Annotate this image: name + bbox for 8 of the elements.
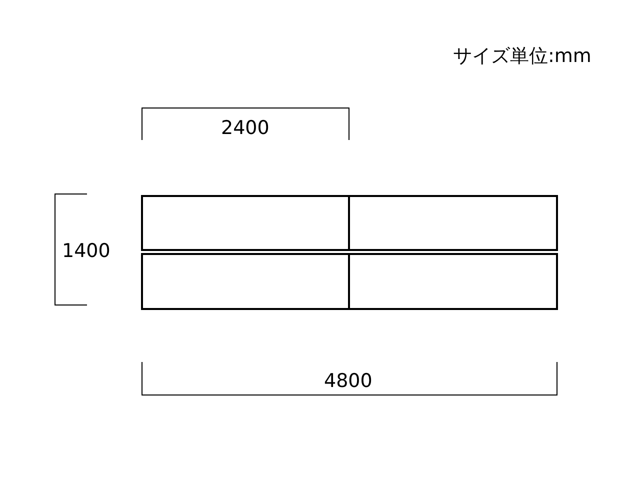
panel-rectangle [348, 195, 558, 251]
panel-rectangle [348, 253, 558, 310]
unit-note: サイズ単位:mm [453, 45, 592, 67]
panel-rectangle [141, 253, 350, 310]
dimension-label: 4800 [324, 370, 372, 392]
panel-rectangle [141, 195, 350, 251]
dimension-label: 2400 [221, 117, 270, 139]
dimension-label: 1400 [62, 240, 110, 262]
